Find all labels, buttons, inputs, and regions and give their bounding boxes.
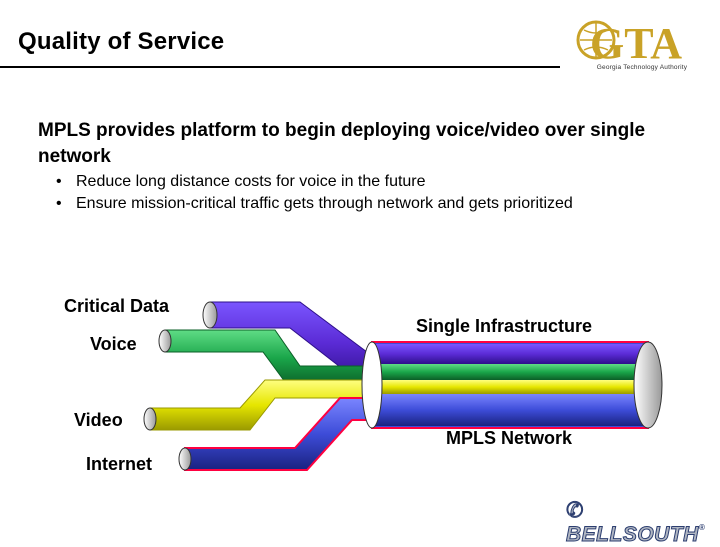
slide-title: Quality of Service	[18, 28, 225, 55]
sub-bullet-item: • Ensure mission-critical traffic gets t…	[56, 194, 676, 214]
sub-bullet-item: • Reduce long distance costs for voice i…	[56, 172, 676, 192]
label-single-infrastructure: Single Infrastructure	[416, 316, 593, 336]
single-infrastructure-pipe	[361, 341, 663, 429]
logo-tagline: Georgia Technology Authority	[596, 64, 688, 71]
bellsouth-bell-icon: ✆	[565, 499, 585, 523]
main-bullet: MPLS provides platform to begin deployin…	[38, 120, 646, 167]
sub-bullet-text: Ensure mission-critical traffic gets thr…	[76, 195, 573, 212]
label-critical-data: Critical Data	[64, 296, 170, 316]
bullet-glyph: •	[56, 195, 62, 212]
sub-bullet-list: • Reduce long distance costs for voice i…	[56, 172, 676, 216]
gta-logo: GTA Georgia Technology Authority	[576, 16, 704, 76]
label-voice: Voice	[90, 334, 137, 354]
bellsouth-brand: BELLSOUTH	[566, 523, 699, 547]
bullet-glyph: •	[56, 173, 62, 190]
pipe-diagram	[143, 301, 663, 471]
voice-pipe	[158, 329, 381, 387]
label-mpls-network: MPLS Network	[446, 428, 573, 448]
title-rule	[0, 66, 560, 68]
mpls-convergence-diagram: Critical Data Voice Video Internet Singl…	[0, 280, 720, 480]
trademark: ®	[698, 523, 706, 532]
gta-logo-graphic: GTA	[576, 19, 682, 68]
logo-letters: GTA	[590, 19, 682, 64]
label-video: Video	[74, 410, 123, 430]
label-internet: Internet	[86, 454, 153, 474]
sub-bullet-text: Reduce long distance costs for voice in …	[76, 173, 426, 190]
